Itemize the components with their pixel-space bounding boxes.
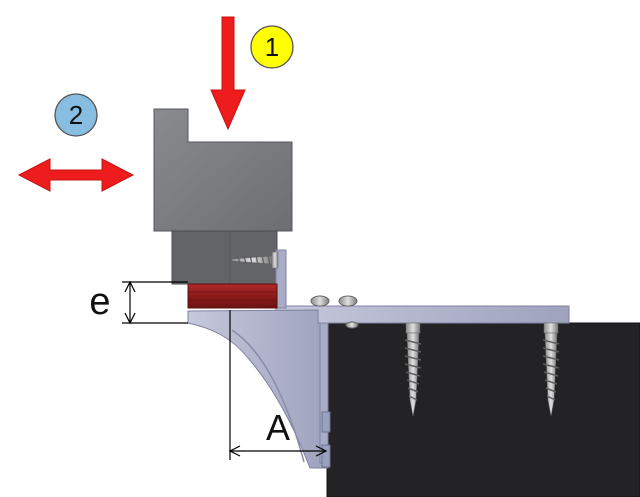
screw-icon (542, 322, 560, 417)
bracket-curved-arm (187, 309, 329, 469)
step-2-badge (54, 93, 98, 137)
bracket-top-plate (275, 305, 570, 324)
dimension-a (228, 310, 328, 460)
bracket-vertical-plate (275, 249, 287, 309)
bracket-side-flange (319, 322, 329, 464)
edge-band (187, 283, 278, 309)
bracket-tab-lower (321, 444, 331, 468)
bracket-inner-curve (231, 329, 305, 463)
dimension-e-label: e (89, 281, 110, 323)
step-1-badge-label: 1 (265, 32, 279, 62)
pressing-block (153, 108, 293, 232)
arrow-down-icon (210, 16, 246, 131)
screw-head (345, 321, 359, 329)
step-1-badge (250, 25, 294, 69)
step-2-badge-label: 2 (69, 100, 83, 130)
bracket-tab-upper (321, 411, 331, 433)
double-arrow-horizontal-icon (17, 158, 135, 192)
screw-icon (231, 251, 279, 269)
dimension-a-label: A (266, 407, 290, 448)
screw-icon (404, 322, 422, 417)
cabinet-panel (326, 322, 640, 497)
screw-head (310, 295, 330, 307)
screw-head (338, 295, 358, 307)
dimension-e (122, 280, 188, 325)
